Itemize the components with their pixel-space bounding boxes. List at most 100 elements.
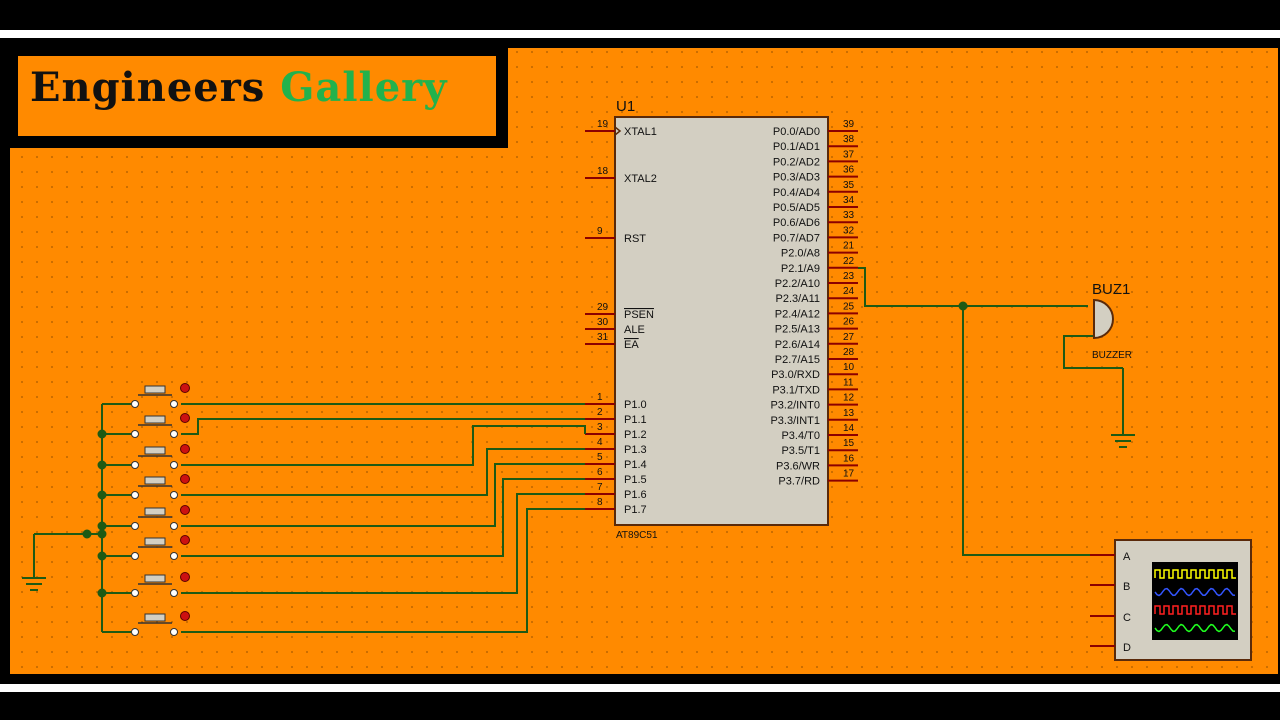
wire-junction-9: [958, 301, 968, 311]
logo: Engineers Gallery: [30, 64, 447, 111]
mcu-pin-number-33: 33: [843, 210, 855, 221]
mcu-pin-number-4: 4: [597, 437, 603, 448]
wire-junction-4: [97, 521, 107, 531]
mcu-pin-number-36: 36: [843, 165, 855, 176]
mcu-pin-number-27: 27: [843, 332, 855, 343]
mcu-pin-number-6: 6: [597, 467, 603, 478]
mcu-pin-name-33: P0.6/AD6: [773, 217, 820, 229]
scope-trace-A: [1154, 569, 1236, 579]
wire-junction-5: [97, 529, 107, 539]
push-button-3[interactable]: [131, 444, 190, 469]
mcu-pin-number-17: 17: [843, 469, 855, 480]
mcu-pin-number-5: 5: [597, 452, 603, 463]
switch-contact-right: [170, 430, 178, 438]
mcu-pin-number-30: 30: [597, 317, 609, 328]
mcu-pin-number-18: 18: [597, 166, 609, 177]
push-button-7[interactable]: [131, 572, 190, 597]
mcu-pin-name-8: P1.7: [624, 504, 647, 516]
mcu-body[interactable]: [614, 116, 829, 526]
ground-symbol-buzzer: [1111, 368, 1135, 448]
switch-contact-right: [170, 400, 178, 408]
push-button-6[interactable]: [131, 535, 190, 560]
switch-indicator: [180, 474, 190, 484]
wire-switch-6-to-mcu: [181, 478, 585, 557]
mcu-pin-number-13: 13: [843, 408, 855, 419]
scope-trace-D: [1154, 623, 1236, 633]
wire-switch-7-to-mcu: [181, 493, 585, 594]
push-button-2[interactable]: [131, 413, 190, 438]
switch-button-cap: [144, 446, 166, 455]
push-button-1[interactable]: [131, 383, 190, 408]
top-black-bar: [0, 0, 1280, 30]
mcu-pin-name-1: P1.0: [624, 399, 647, 411]
mcu-pin-name-7: P1.6: [624, 489, 647, 501]
mcu-pin-name-22: P2.1/A9: [781, 263, 820, 275]
microcontroller[interactable]: U1 AT89C51 19XTAL118XTAL29RST29PSEN30ALE…: [585, 98, 858, 541]
mcu-pin-name-38: P0.1/AD1: [773, 141, 820, 153]
push-button-switches: [131, 383, 190, 636]
scope-trace-B: [1154, 587, 1236, 597]
mcu-pin-name-9: RST: [624, 233, 646, 245]
mcu-pin-number-15: 15: [843, 438, 855, 449]
buzzer[interactable]: BUZ1 BUZZER: [1092, 281, 1132, 361]
mcu-pin-number-24: 24: [843, 286, 855, 297]
mcu-pin-name-25: P2.4/A12: [775, 308, 820, 320]
mcu-pin-name-10: P3.0/RXD: [771, 369, 820, 381]
mcu-pin-number-32: 32: [843, 225, 855, 236]
wire-junction-1: [97, 429, 107, 439]
mcu-pin-name-2: P1.1: [624, 414, 647, 426]
switch-contact-right: [170, 628, 178, 636]
switch-contact-left: [131, 589, 139, 597]
mcu-pin-name-37: P0.2/AD2: [773, 156, 820, 168]
switch-button-cap: [144, 574, 166, 583]
mcu-pin-name-19: XTAL1: [624, 126, 657, 138]
mcu-pin-name-26: P2.5/A13: [775, 324, 820, 336]
switch-contact-right: [170, 552, 178, 560]
wire-buzzer-to-ground: [1063, 335, 1123, 369]
logo-word-gallery: Gallery: [280, 64, 448, 111]
clock-input-marker: [614, 126, 622, 136]
mcu-pin-number-23: 23: [843, 271, 855, 282]
switch-button-cap: [144, 537, 166, 546]
switch-button-cap: [144, 476, 166, 485]
switch-contact-right: [170, 461, 178, 469]
switch-indicator: [180, 383, 190, 393]
mcu-right-pins: 39P0.0/AD038P0.1/AD137P0.2/AD236P0.3/AD3…: [770, 119, 858, 488]
top-white-border: [0, 30, 1280, 38]
mcu-pin-name-4: P1.3: [624, 444, 647, 456]
push-button-5[interactable]: [131, 505, 190, 530]
mcu-pin-name-36: P0.3/AD3: [773, 172, 820, 184]
push-button-4[interactable]: [131, 474, 190, 499]
wire-switch-2-to-mcu: [181, 418, 585, 435]
switch-indicator: [180, 572, 190, 582]
mcu-pin-name-31: EA: [624, 339, 639, 351]
mcu-pin-number-37: 37: [843, 149, 855, 160]
wire-switch-4-to-mcu: [181, 448, 585, 496]
buzzer-body[interactable]: [1093, 298, 1114, 340]
logo-panel: [18, 56, 496, 136]
mcu-pin-name-14: P3.4/T0: [781, 430, 820, 442]
mcu-pin-number-29: 29: [597, 302, 609, 313]
switch-contact-left: [131, 430, 139, 438]
bottom-white-border: [0, 684, 1280, 692]
switch-indicator: [180, 413, 190, 423]
mcu-pin-number-14: 14: [843, 423, 855, 434]
mcu-pin-name-34: P0.5/AD5: [773, 202, 820, 214]
scope-trace-C: [1154, 605, 1236, 615]
mcu-pin-number-25: 25: [843, 301, 855, 312]
mcu-pin-number-26: 26: [843, 317, 855, 328]
mcu-pin-number-35: 35: [843, 180, 855, 191]
buzzer-ref-label: BUZ1: [1092, 281, 1130, 298]
switch-button-cap: [144, 415, 166, 424]
mcu-pin-name-28: P2.7/A15: [775, 354, 820, 366]
wire-junction-7: [97, 588, 107, 598]
mcu-pin-number-31: 31: [597, 332, 609, 343]
buzzer-type-label: BUZZER: [1092, 350, 1132, 361]
switch-contact-left: [131, 552, 139, 560]
switch-indicator: [180, 505, 190, 515]
bottom-black-bar: [0, 692, 1280, 720]
push-button-8[interactable]: [131, 611, 190, 636]
switch-contact-right: [170, 589, 178, 597]
